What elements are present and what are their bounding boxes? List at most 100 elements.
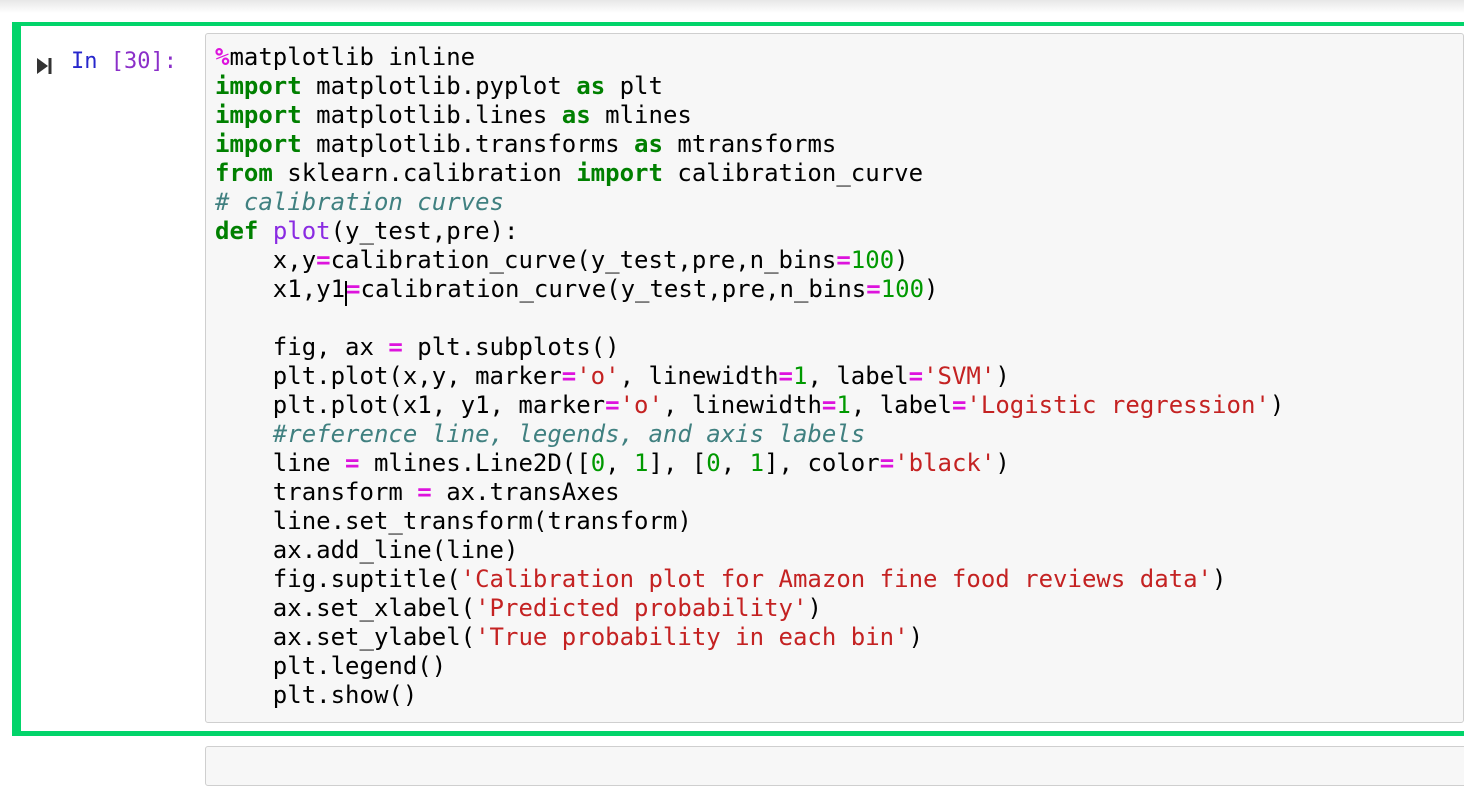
toolbar-shadow [0, 0, 1464, 13]
code-token: calibration_curve(y_test,pre,n_bins [360, 275, 867, 303]
code-token: sklearn.calibration [272, 159, 577, 187]
code-token: import [215, 101, 302, 129]
code-token: # calibration curves [215, 188, 504, 216]
code-token: transform [215, 478, 418, 506]
code-token: ax.add_line(line) [215, 536, 519, 564]
code-token: % [215, 43, 230, 71]
code-token: line.set_transform(transform) [215, 507, 692, 535]
code-line[interactable]: #reference line, legends, and axis label… [215, 420, 1455, 449]
code-token: plt.subplots() [402, 333, 620, 361]
code-token: = [417, 478, 432, 506]
code-line[interactable]: import matplotlib.lines as mlines [215, 101, 1455, 130]
code-line[interactable]: # calibration curves [215, 188, 1455, 217]
code-token: ) [1269, 391, 1285, 419]
prompt-in-label: In [71, 49, 111, 74]
code-line[interactable]: x1,y1=calibration_curve(y_test,pre,n_bin… [215, 275, 1455, 306]
code-line[interactable]: ax.set_xlabel('Predicted probability') [215, 594, 1455, 623]
code-line[interactable] [215, 304, 1455, 333]
code-token: as [634, 130, 663, 158]
code-token: ax.set_xlabel( [215, 594, 476, 622]
input-prompt: In [30]: [21, 33, 205, 76]
code-token: = [346, 275, 361, 303]
code-token: matplotlib.lines [301, 101, 562, 129]
code-line[interactable]: line = mlines.Line2D([0, 1], [0, 1], col… [215, 449, 1455, 478]
prompt-execution-count: [30]: [110, 49, 177, 74]
code-line[interactable]: fig.suptitle('Calibration plot for Amazo… [215, 565, 1455, 594]
code-token: = [316, 246, 331, 274]
code-token: calibration_curve(y_test,pre,n_bins [330, 246, 837, 274]
code-token: 'Logistic regression' [966, 391, 1270, 419]
code-line[interactable]: plt.plot(x1, y1, marker='o', linewidth=1… [215, 391, 1455, 420]
code-token: 0 [590, 449, 606, 477]
code-token: def [215, 217, 259, 245]
code-line[interactable]: ax.set_ylabel('True probability in each … [215, 623, 1455, 652]
code-line[interactable]: plt.show() [215, 681, 1455, 710]
code-token: 'black' [894, 449, 996, 477]
step-forward-icon[interactable] [36, 57, 53, 75]
code-token: plt [605, 72, 663, 100]
code-token: 'o' [576, 362, 620, 390]
code-token: as [576, 72, 606, 100]
code-token: plt.plot(x,y, marker [215, 362, 562, 390]
code-token: ) [1212, 565, 1227, 593]
code-token: as [561, 101, 591, 129]
code-token: calibration_curve [662, 159, 924, 187]
code-line[interactable]: transform = ax.transAxes [215, 478, 1455, 507]
code-line[interactable]: ax.add_line(line) [215, 536, 1455, 565]
code-token: 1 [634, 449, 649, 477]
code-token: 0 [706, 449, 721, 477]
code-line[interactable]: line.set_transform(transform) [215, 507, 1455, 536]
code-token: (y_test,pre): [330, 217, 519, 245]
code-line[interactable]: %matplotlib inline [215, 43, 1455, 72]
code-token: = [778, 362, 793, 390]
code-token: ) [807, 594, 822, 622]
code-token: 1 [836, 391, 851, 419]
code-token: ], [ [648, 449, 707, 477]
code-token: x1,y1 [215, 275, 346, 303]
code-token: = [388, 333, 403, 361]
code-token: ) [995, 449, 1010, 477]
code-token: 1 [793, 362, 808, 390]
code-token: mlines.Line2D([ [359, 449, 591, 477]
code-token: = [879, 449, 895, 477]
code-token: 100 [880, 275, 925, 303]
code-token: , linewidth [619, 362, 779, 390]
prompt-column: In [30]: [21, 33, 205, 723]
code-line[interactable]: def plot(y_test,pre): [215, 217, 1455, 246]
code-token: ) [924, 275, 939, 303]
code-token: 'SVM' [923, 362, 996, 390]
code-line[interactable]: import matplotlib.pyplot as plt [215, 72, 1455, 101]
code-line[interactable]: import matplotlib.transforms as mtransfo… [215, 130, 1455, 159]
code-token: ) [995, 362, 1010, 390]
code-token: = [836, 246, 851, 274]
code-token: , label [850, 391, 952, 419]
code-token: fig, ax [215, 333, 389, 361]
code-line[interactable]: plt.plot(x,y, marker='o', linewidth=1, l… [215, 362, 1455, 391]
code-line[interactable]: from sklearn.calibration import calibrat… [215, 159, 1455, 188]
code-token [258, 217, 272, 245]
code-line[interactable]: x,y=calibration_curve(y_test,pre,n_bins=… [215, 246, 1455, 275]
code-token: ax.transAxes [431, 478, 620, 506]
code-token: , label [807, 362, 909, 390]
code-token: , linewidth [662, 391, 822, 419]
code-line[interactable]: fig, ax = plt.subplots() [215, 333, 1455, 362]
code-line[interactable]: plt.legend() [215, 652, 1455, 681]
code-token: fig.suptitle( [215, 565, 461, 593]
code-token: = [345, 449, 360, 477]
code-token: = [908, 362, 924, 390]
code-token: 1 [749, 449, 765, 477]
code-token: 'Calibration plot for Amazon fine food r… [460, 565, 1212, 593]
code-token: 100 [850, 246, 895, 274]
code-token: import [215, 130, 302, 158]
code-token: 'o' [619, 391, 663, 419]
code-token: line [215, 449, 346, 477]
code-token: plt.plot(x1, y1, marker [215, 391, 606, 419]
code-token: plt.legend() [215, 652, 447, 680]
code-token: #reference line, legends, and axis label… [215, 420, 866, 448]
next-cell-code-editor[interactable] [205, 746, 1464, 786]
code-token: , [720, 449, 750, 477]
code-token: matplotlib.transforms [301, 130, 635, 158]
code-token: import [576, 159, 663, 187]
